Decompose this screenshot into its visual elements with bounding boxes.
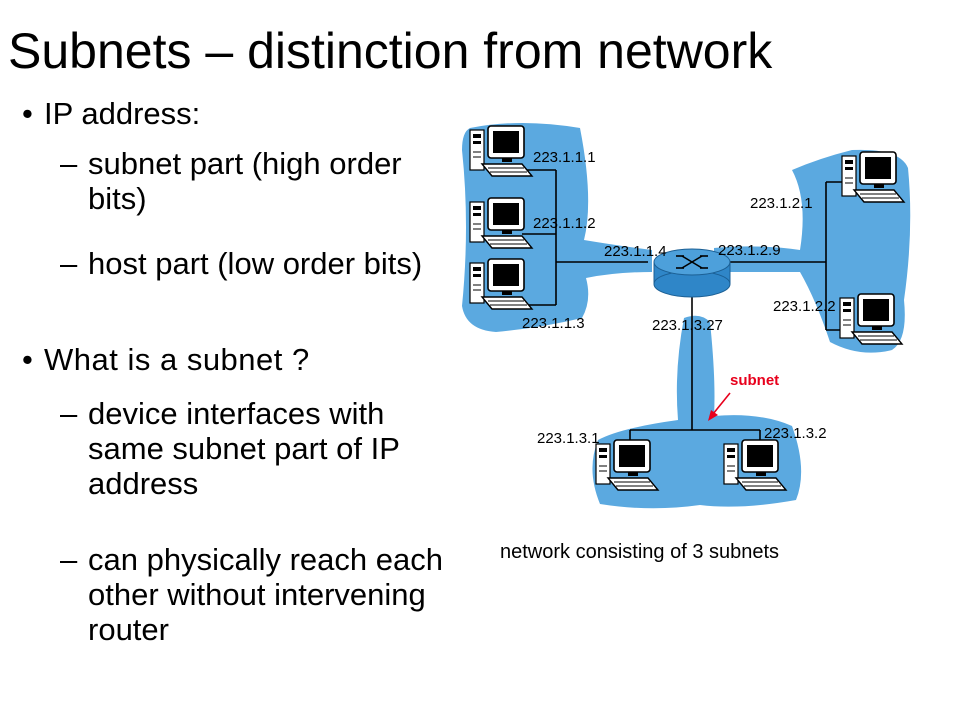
sub-bullet-text: device interfaces with same subnet part … bbox=[88, 396, 400, 501]
router-icon bbox=[653, 248, 731, 298]
ip-label: 223.1.3.27 bbox=[652, 317, 723, 334]
host-computer-icon bbox=[469, 125, 533, 177]
dash-marker: – bbox=[60, 146, 78, 181]
ip-label: 223.1.2.9 bbox=[718, 242, 781, 259]
bullet-list: • IP address: – subnet part (high order … bbox=[0, 0, 443, 720]
ip-label: 223.1.1.2 bbox=[533, 215, 596, 232]
ip-label: 223.1.3.2 bbox=[764, 425, 827, 442]
sub-bullet-text: subnet part (high order bits) bbox=[88, 146, 402, 216]
dash-marker: – bbox=[60, 396, 78, 431]
sub-bullet-text: can physically reach each other without … bbox=[88, 542, 443, 647]
host-computer-icon bbox=[839, 293, 903, 345]
ip-label: 223.1.3.1 bbox=[537, 430, 600, 447]
slide-title: Subnets – distinction from network bbox=[8, 23, 773, 79]
bullet-dot: • bbox=[22, 96, 33, 131]
host-computer-icon bbox=[841, 151, 905, 203]
host-computer-icon bbox=[469, 197, 533, 249]
diagram-caption: network consisting of 3 subnets bbox=[500, 541, 779, 563]
dash-marker: – bbox=[60, 246, 78, 281]
ip-label: 223.1.1.3 bbox=[522, 315, 585, 332]
ip-label: 223.1.1.4 bbox=[604, 243, 667, 260]
subnet-annotation: subnet bbox=[730, 372, 779, 389]
ip-label: 223.1.2.1 bbox=[750, 195, 813, 212]
host-computer-icon bbox=[723, 439, 787, 491]
ip-label: 223.1.2.2 bbox=[773, 298, 836, 315]
ip-label: 223.1.1.1 bbox=[533, 149, 596, 166]
bullet-text: What is a subnet ? bbox=[44, 342, 310, 377]
bullet-dot: • bbox=[22, 342, 33, 377]
sub-bullet-text: host part (low order bits) bbox=[88, 246, 423, 281]
subnet-arrow-icon bbox=[708, 392, 731, 421]
bullet-text: IP address: bbox=[44, 96, 201, 131]
dash-marker: – bbox=[60, 542, 78, 577]
host-computer-icon bbox=[595, 439, 659, 491]
host-computer-icon bbox=[469, 258, 533, 310]
